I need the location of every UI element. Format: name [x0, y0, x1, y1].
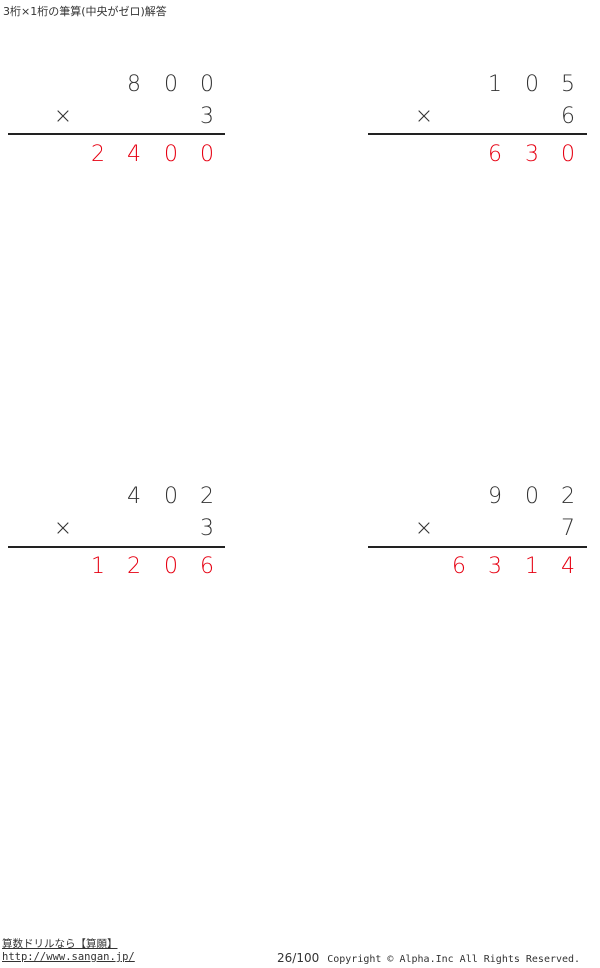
top-digit: 4	[127, 484, 141, 509]
site-url[interactable]: http://www.sangan.jp/	[2, 951, 135, 963]
result-line	[368, 133, 587, 135]
answer-digit: 4	[127, 142, 141, 167]
answer-digit: 6	[488, 142, 502, 167]
site-link[interactable]: 算数ドリルなら【算願】 http://www.sangan.jp/	[2, 938, 135, 964]
top-digit: 0	[164, 484, 178, 509]
top-digit: 0	[525, 72, 539, 97]
answer-digit: 3	[488, 554, 502, 579]
page-title: 3桁×1桁の筆算(中央がゼロ)解答	[3, 5, 167, 18]
answer-digit: 2	[91, 142, 105, 167]
answer-digit: 3	[525, 142, 539, 167]
top-digit: 9	[488, 484, 502, 509]
top-digit: 2	[561, 484, 575, 509]
problem-3: 4 0 2 × 3 1 2 0 6	[0, 482, 225, 592]
multiplier-digit: 3	[200, 104, 214, 129]
top-digit: 5	[561, 72, 575, 97]
answer-digit: 0	[164, 554, 178, 579]
answer-digit: 0	[561, 142, 575, 167]
footer: 26/100 Copyright © Alpha.Inc All Rights R…	[277, 951, 580, 965]
problem-4: 9 0 2 × 7 6 3 1 4	[360, 482, 587, 592]
copyright: Copyright © Alpha.Inc All Rights Reserve…	[327, 954, 581, 965]
multiply-sign: ×	[53, 104, 73, 129]
top-digit: 0	[525, 484, 539, 509]
site-name[interactable]: 算数ドリルなら【算願】	[2, 938, 118, 950]
multiply-sign: ×	[53, 516, 73, 541]
multiplier-digit: 6	[561, 104, 575, 129]
top-digit: 8	[127, 72, 141, 97]
answer-digit: 6	[452, 554, 466, 579]
top-digit: 2	[200, 484, 214, 509]
multiply-sign: ×	[414, 104, 434, 129]
result-line	[368, 546, 587, 548]
answer-digit: 2	[127, 554, 141, 579]
result-line	[8, 546, 225, 548]
multiply-sign: ×	[414, 516, 434, 541]
multiplier-digit: 3	[200, 516, 214, 541]
answer-digit: 0	[164, 142, 178, 167]
answer-digit: 4	[561, 554, 575, 579]
result-line	[8, 133, 225, 135]
answer-digit: 6	[200, 554, 214, 579]
page-number: 26/100	[277, 951, 320, 965]
answer-digit: 0	[200, 142, 214, 167]
answer-digit: 1	[525, 554, 539, 579]
problem-1: 8 0 0 × 3 2 4 0 0	[0, 70, 225, 180]
top-digit: 0	[200, 72, 214, 97]
problem-2: 1 0 5 × 6 6 3 0	[360, 70, 587, 180]
top-digit: 1	[488, 72, 502, 97]
multiplier-digit: 7	[561, 516, 575, 541]
top-digit: 0	[164, 72, 178, 97]
answer-digit: 1	[91, 554, 105, 579]
